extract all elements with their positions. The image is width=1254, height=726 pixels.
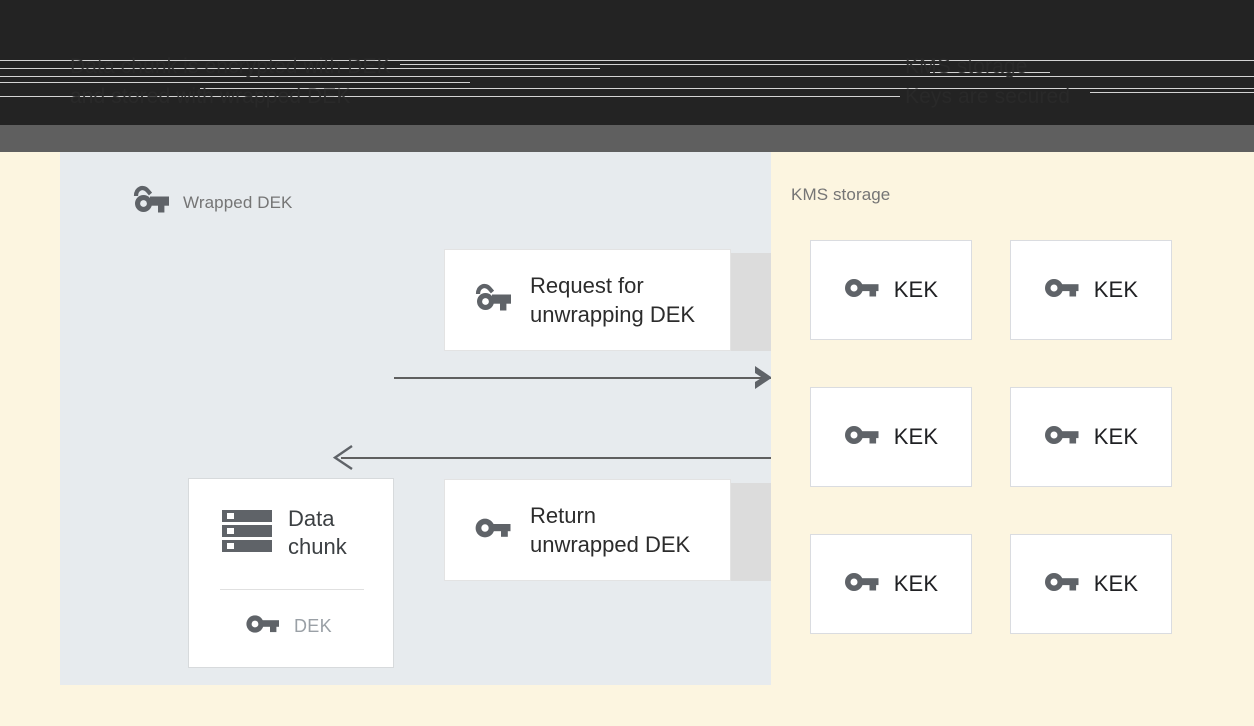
- storage-icon: [220, 508, 274, 559]
- data-chunk-card[interactable]: Data chunk DEK: [188, 478, 394, 668]
- kek-card[interactable]: KEK: [810, 240, 972, 340]
- kek-label: KEK: [893, 277, 939, 302]
- key-icon: [474, 515, 512, 546]
- request-card-shadow: [731, 253, 771, 351]
- key-icon: [1044, 570, 1080, 599]
- return-card[interactable]: Return unwrapped DEK: [444, 479, 731, 581]
- return-arrow-line: [341, 457, 771, 459]
- request-card[interactable]: Request for unwrapping DEK: [444, 249, 731, 351]
- kms-storage-heading: KMS storage: [791, 185, 891, 204]
- dek-row: DEK: [246, 613, 332, 640]
- kms-storage-panel: KMS storage KEK KEK: [771, 152, 1254, 685]
- request-arrow-line: [394, 377, 771, 379]
- request-arrow-head: [753, 365, 779, 391]
- key-icon: [844, 570, 880, 599]
- wrapped-dek-panel: Wrapped DEK Data chunk: [60, 152, 772, 685]
- kek-label: KEK: [1093, 277, 1139, 302]
- kek-card[interactable]: KEK: [1010, 240, 1172, 340]
- key-icon: [844, 423, 880, 452]
- key-icon: [844, 276, 880, 305]
- header-left-line1: Data chunk is encrypted with DEK: [70, 55, 391, 78]
- header-band: Data chunk is encrypted with DEK and stor…: [0, 0, 1254, 125]
- return-arrow-head: [332, 445, 358, 471]
- key-wrapped-icon: [474, 283, 512, 318]
- return-card-label: Return unwrapped DEK: [530, 503, 691, 557]
- data-chunk-label: Data chunk: [288, 506, 347, 559]
- key-icon: [1044, 423, 1080, 452]
- header-right-line2: Keys are secured: [905, 85, 1071, 108]
- request-card-row: Request for unwrapping DEK: [445, 250, 730, 350]
- data-chunk-row: Data chunk: [220, 505, 347, 561]
- request-card-label: Request for unwrapping DEK: [530, 273, 696, 327]
- header-left-text: Data chunk is encrypted with DEK and stor…: [70, 52, 391, 112]
- return-card-shadow: [731, 483, 771, 581]
- key-icon: [246, 613, 280, 640]
- kek-label: KEK: [1093, 571, 1139, 596]
- kek-card[interactable]: KEK: [810, 534, 972, 634]
- header-right-line1: KMS storage: [905, 55, 1028, 78]
- dek-label: DEK: [294, 616, 332, 636]
- kek-card[interactable]: KEK: [1010, 534, 1172, 634]
- return-card-row: Return unwrapped DEK: [445, 480, 730, 580]
- key-wrapped-icon: [132, 185, 170, 220]
- kek-card[interactable]: KEK: [810, 387, 972, 487]
- kek-card[interactable]: KEK: [1010, 387, 1172, 487]
- wrapped-dek-heading-row: Wrapped DEK: [132, 185, 292, 220]
- card-divider: [220, 589, 364, 590]
- kek-label: KEK: [893, 571, 939, 596]
- header-gray-bar: [0, 125, 1254, 152]
- wrapped-dek-heading: Wrapped DEK: [183, 192, 293, 212]
- kek-label: KEK: [1093, 424, 1139, 449]
- kek-label: KEK: [893, 424, 939, 449]
- header-left-line2: and stored with wrapped DEK: [70, 85, 351, 108]
- kek-grid: KEK KEK KEK: [810, 240, 1172, 634]
- key-icon: [1044, 276, 1080, 305]
